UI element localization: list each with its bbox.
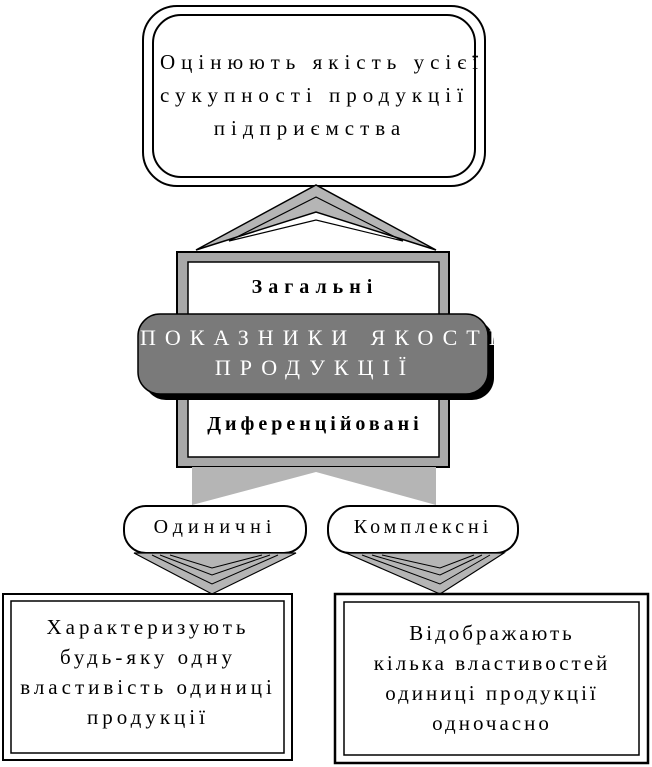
- top-box-line-2: сукупності продукції: [160, 83, 469, 107]
- down-split-connector: [192, 467, 436, 505]
- banner-line-2: ПРОДУКЦІЇ: [214, 355, 416, 380]
- center-banner-shape: [137, 313, 489, 395]
- right-box-line-2: кілька властивостей: [373, 651, 611, 675]
- top-box-text: Оцінюють якість усієї сукупності продукц…: [160, 46, 485, 145]
- right-chevron-line-b: [371, 554, 483, 576]
- single-label: Одиничні: [153, 516, 277, 538]
- complex-label: Комплексні: [353, 516, 493, 538]
- right-down-chevron: [345, 552, 507, 595]
- left-box-line-1: Характеризують: [46, 615, 250, 639]
- top-box-line-3: підприємства: [213, 116, 407, 140]
- right-box-inner: [343, 601, 640, 756]
- banner-line-1: ПОКАЗНИКИ ЯКОСТІ: [140, 325, 506, 350]
- left-box-text: Характеризують будь-яку одну властивість…: [8, 612, 288, 732]
- up-chevron-inner-line-2: [228, 219, 404, 242]
- left-chevron-line-b: [159, 554, 271, 576]
- top-box-line-1: Оцінюють якість усієї: [160, 50, 485, 74]
- general-label: Загальні: [251, 276, 379, 298]
- left-chevron-line-c: [169, 554, 263, 569]
- up-chevron-connector: [195, 184, 437, 251]
- left-box-line-2: будь-яку одну: [60, 645, 236, 669]
- right-chevron-line-a: [361, 554, 491, 585]
- right-box-text: Відображають кілька властивостей одиниці…: [340, 618, 644, 738]
- left-box-inner: [10, 600, 285, 754]
- left-box-line-4: продукції: [87, 705, 209, 729]
- right-chevron-line-c: [381, 554, 475, 569]
- up-chevron-inner-line: [228, 196, 404, 242]
- left-box-line-3: властивість одиниці: [20, 675, 276, 699]
- left-chevron-line-a: [151, 554, 279, 585]
- center-banner-text: ПОКАЗНИКИ ЯКОСТІ ПРОДУКЦІЇ: [140, 323, 506, 383]
- right-box-line-1: Відображають: [409, 621, 575, 645]
- right-box-line-3: одиниці продукції: [385, 681, 599, 705]
- right-box-line-4: одночасно: [432, 711, 552, 735]
- differentiated-label: Диференційовані: [207, 413, 423, 435]
- top-box-inner: [152, 14, 476, 178]
